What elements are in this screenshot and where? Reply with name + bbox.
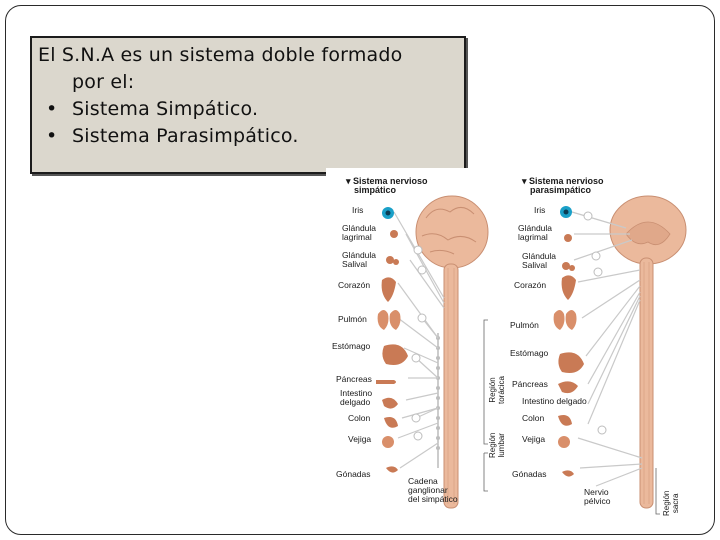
lumbar-region-word-2: lumbar bbox=[497, 433, 506, 457]
sympathetic-label-pancreas: Páncreas bbox=[336, 375, 372, 384]
parasympathetic-label-corazon: Corazón bbox=[514, 281, 546, 290]
chain-label-line-3: del simpático bbox=[408, 495, 458, 504]
sympathetic-label-salival: Salival bbox=[342, 260, 367, 269]
parasympathetic-label-gonadas: Gónadas bbox=[512, 470, 547, 479]
parasympathetic-label-estomago: Estómago bbox=[510, 349, 548, 358]
sympathetic-ganglia bbox=[412, 246, 426, 440]
sympathetic-title-line-2: simpático bbox=[354, 186, 396, 195]
parasympathetic-label-lagrimal: lagrimal bbox=[518, 233, 548, 242]
parasympathetic-label-iris: Iris bbox=[534, 206, 545, 215]
intro-textbox: El S.N.A es un sistema doble formado por… bbox=[30, 36, 466, 174]
lumbar-region-word-1: Región bbox=[488, 433, 497, 458]
bullet-item-sympathetic: •Sistema Simpático. bbox=[38, 96, 458, 123]
sympathetic-label-vejiga: Vejiga bbox=[348, 435, 371, 444]
ans-diagram: ▾ Sistema nervioso simpático Iris Glándu… bbox=[326, 168, 700, 524]
parasympathetic-label-colon: Colon bbox=[522, 414, 544, 423]
sacral-region-word-2: sacra bbox=[671, 494, 680, 514]
sympathetic-label-corazon: Corazón bbox=[338, 281, 370, 290]
sympathetic-label-delgado: delgado bbox=[340, 398, 370, 407]
intro-line-2: por el: bbox=[38, 69, 458, 96]
sympathetic-label-iris: Iris bbox=[352, 206, 363, 215]
sympathetic-organs bbox=[376, 207, 408, 473]
bullet-text-sympathetic: Sistema Simpático. bbox=[72, 98, 258, 120]
bullet-marker: • bbox=[46, 123, 72, 150]
sympathetic-label-lagrimal: lagrimal bbox=[342, 233, 372, 242]
bullet-item-parasympathetic: •Sistema Parasimpático. bbox=[38, 123, 458, 150]
parasympathetic-label-vejiga: Vejiga bbox=[522, 435, 545, 444]
intro-line-1: El S.N.A es un sistema doble formado bbox=[38, 42, 458, 69]
bullet-text-parasympathetic: Sistema Parasimpático. bbox=[72, 125, 299, 147]
sympathetic-label-pulmon: Pulmón bbox=[338, 315, 367, 324]
parasympathetic-title-line-2: parasimpático bbox=[530, 186, 591, 195]
parasympathetic-label-salival: Salival bbox=[522, 261, 547, 270]
thoracic-region-word-1: Región bbox=[488, 377, 497, 402]
parasympathetic-label-intestino-delgado: Intestino delgado bbox=[522, 397, 587, 406]
sympathetic-brain bbox=[416, 196, 488, 508]
sympathetic-label-estomago: Estómago bbox=[332, 342, 370, 351]
parasympathetic-ganglia bbox=[584, 212, 606, 434]
parasympathetic-label-pancreas: Páncreas bbox=[512, 380, 548, 389]
pelvic-nerve-label-line-2: pélvico bbox=[584, 497, 610, 506]
bullet-marker: • bbox=[46, 96, 72, 123]
parasympathetic-organs bbox=[554, 206, 584, 477]
thoracic-region-word-2: torácica bbox=[497, 376, 506, 404]
sacral-region-word-1: Región bbox=[662, 491, 671, 516]
parasympathetic-label-pulmon: Pulmón bbox=[510, 321, 539, 330]
sympathetic-label-colon: Colon bbox=[348, 414, 370, 423]
sympathetic-label-gonadas: Gónadas bbox=[336, 470, 371, 479]
